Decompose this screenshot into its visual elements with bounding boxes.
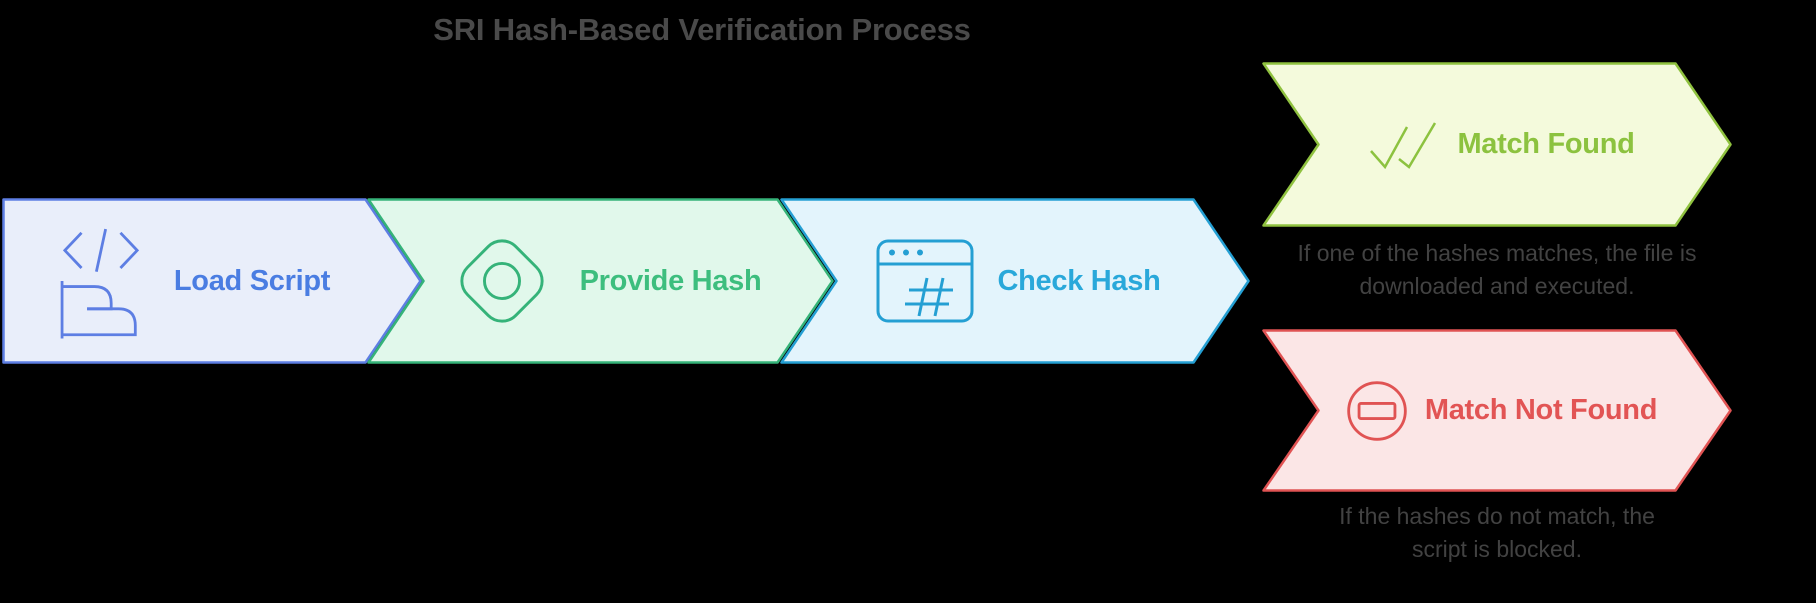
step-label: Provide Hash [579, 264, 762, 297]
outcome-match-found: Match Found [1262, 62, 1732, 227]
step-load-script: Load Script [2, 198, 422, 364]
step-label: Check Hash [997, 264, 1161, 297]
minus-circle-icon [1347, 380, 1407, 441]
step-label: Load Script [173, 264, 331, 297]
hash-gem-icon [460, 239, 544, 323]
arrow-shape [367, 198, 834, 364]
double-check-icon [1370, 121, 1437, 169]
match-found-description: If one of the hashes matches, the file i… [1297, 240, 1697, 299]
outcome-label: Match Found [1457, 128, 1635, 160]
outcome-label: Match Not Found [1424, 394, 1658, 426]
outcome-match-not-found: Match Not Found [1262, 329, 1732, 492]
code-scroll-icon [60, 228, 139, 339]
page-title: SRI Hash-Based Verification Process [433, 12, 971, 47]
match-not-found-description: If the hashes do not match, the script i… [1339, 503, 1655, 562]
arrow-shape [2, 198, 422, 364]
arrow-shape [1262, 329, 1732, 492]
browser-hash-icon [876, 239, 974, 323]
arrow-shape [1262, 62, 1732, 227]
step-check-hash: Check Hash [780, 198, 1250, 364]
step-provide-hash: Provide Hash [367, 198, 834, 364]
